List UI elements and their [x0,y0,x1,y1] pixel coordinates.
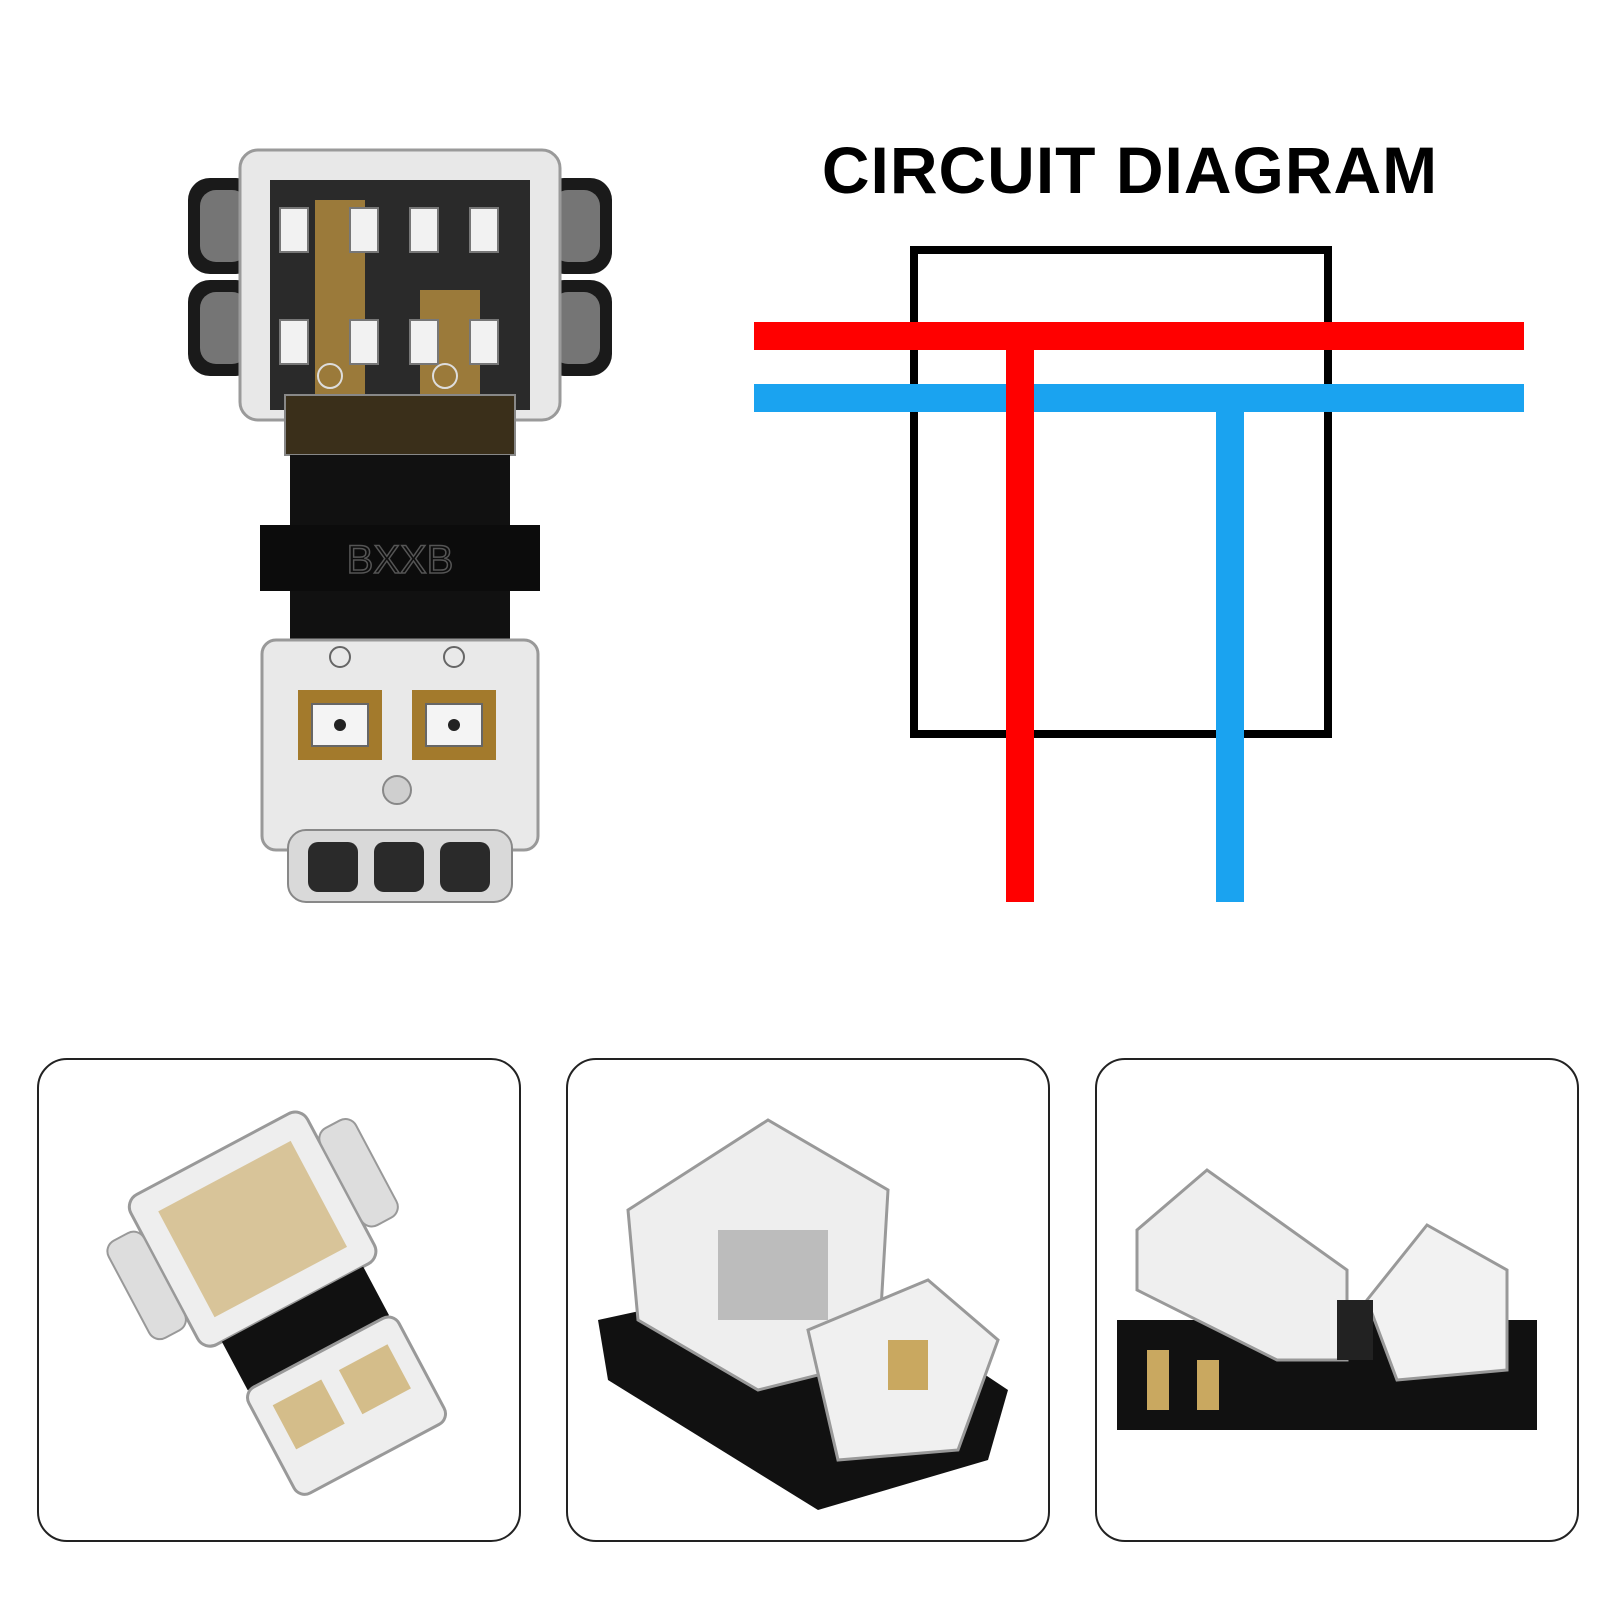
blue-branch-wire [1216,398,1244,902]
connector-product-image: BXXB [180,130,620,910]
circuit-diagram-svg [754,246,1524,902]
blue-main-wire [754,384,1524,412]
thumbnail-open-view[interactable] [1095,1058,1579,1542]
thumbnail-side-view[interactable] [566,1058,1050,1542]
red-branch-wire [1006,336,1034,902]
connector-side-view-icon [598,1118,1008,1510]
thumbnail-angle-view[interactable] [37,1058,521,1542]
red-main-wire [754,322,1524,350]
brand-mark: BXXB [347,538,454,582]
connector-open-view-icon [1117,1168,1537,1430]
connector-frame [910,246,1332,738]
t-tap-wire-connector-icon: BXXB [188,148,612,903]
connector-angle-view-icon [106,1110,448,1496]
circuit-diagram [740,240,1540,940]
diagram-title: CIRCUIT DIAGRAM [821,133,1439,207]
